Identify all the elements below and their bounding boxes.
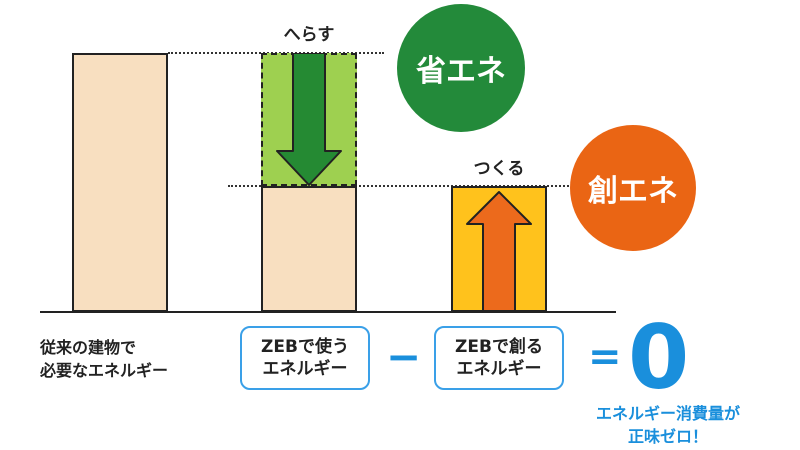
zeb-use-box: ZEBで使う エネルギー: [240, 326, 370, 390]
create-label: つくる: [473, 159, 525, 179]
net-zero-line1: エネルギー消費量が: [595, 404, 740, 423]
zeb-used-energy-bar: [261, 186, 357, 312]
zeb-use-line2: エネルギー: [262, 359, 348, 379]
zero-result: 0: [628, 306, 690, 409]
baseline: [40, 311, 616, 313]
conventional-energy-bar: [72, 53, 168, 312]
zeb-create-line2: エネルギー: [456, 359, 542, 379]
conventional-caption-line1: 従来の建物で: [40, 338, 137, 357]
zeb-create-line1: ZEBで創る: [455, 336, 543, 357]
minus-sign: −: [386, 332, 422, 381]
create-energy-text: 創エネ: [588, 174, 678, 209]
up-arrow-icon: [466, 191, 532, 312]
reduce-label: へらす: [283, 25, 335, 45]
net-zero-caption: エネルギー消費量が 正味ゼロ！: [568, 402, 768, 448]
conventional-caption: 従来の建物で 必要なエネルギー: [40, 336, 210, 382]
mid-dotted-line: [228, 185, 580, 187]
down-arrow-icon: [276, 53, 342, 186]
zeb-create-box: ZEBで創る エネルギー: [434, 326, 564, 390]
net-zero-line2: 正味ゼロ！: [627, 427, 708, 447]
zeb-use-line1: ZEBで使う: [261, 336, 349, 357]
conventional-caption-line2: 必要なエネルギー: [40, 361, 169, 381]
create-energy-circle: 創エネ: [570, 125, 696, 251]
save-energy-text: 省エネ: [416, 54, 506, 89]
equals-sign: =: [588, 334, 622, 380]
save-energy-circle: 省エネ: [397, 4, 525, 132]
